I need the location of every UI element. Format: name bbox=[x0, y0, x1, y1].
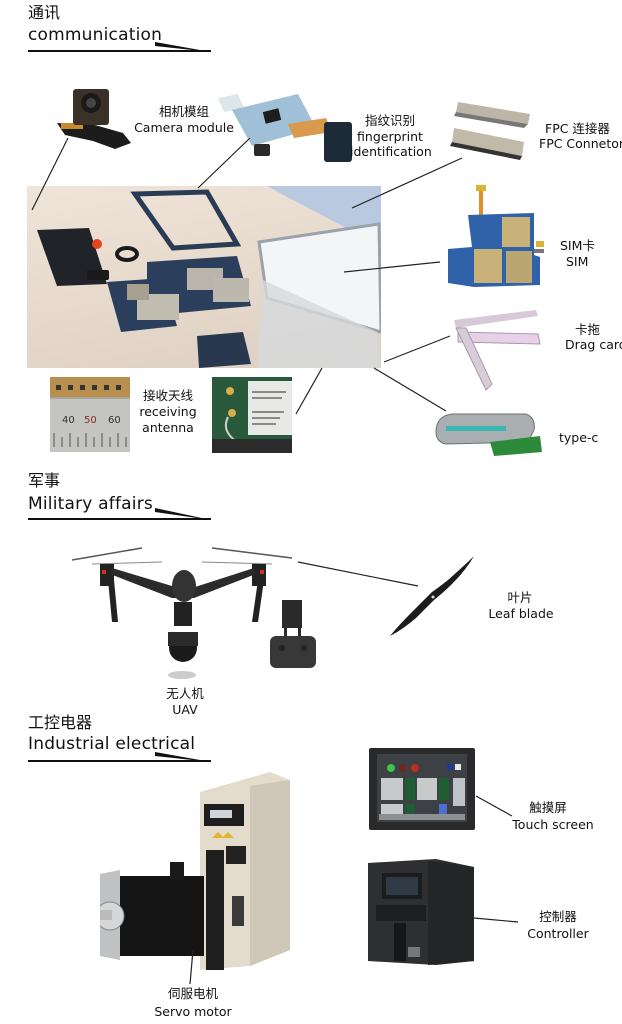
controller-label-cn: 控制器 bbox=[539, 909, 577, 924]
leader-camera bbox=[31, 137, 69, 211]
leader-servo bbox=[189, 949, 194, 985]
leader-sim bbox=[343, 261, 441, 273]
section-title-en-military: Military affairs bbox=[28, 494, 153, 514]
section-underline bbox=[28, 760, 211, 762]
antenna-strip-image: 40 50 60 bbox=[50, 377, 130, 452]
fingerprint-label-en-2: identification bbox=[350, 144, 432, 159]
drag-card-label-en: Drag card bbox=[565, 337, 622, 352]
leader-typec bbox=[373, 367, 447, 412]
servo-motor-image bbox=[100, 766, 295, 986]
section-title-cn-industrial: 工控电器 bbox=[28, 713, 93, 732]
sim-board-image bbox=[444, 185, 544, 289]
leader-blade bbox=[297, 561, 419, 587]
controller-image bbox=[366, 855, 476, 965]
section-title-en-industrial: Industrial electrical bbox=[28, 734, 196, 754]
touch-label-en: Touch screen bbox=[512, 817, 594, 832]
leaf-blade-image bbox=[386, 552, 481, 642]
controller-label-en: Controller bbox=[527, 926, 589, 941]
fingerprint-label-cn: 指纹识别 bbox=[364, 113, 415, 128]
camera-module-image bbox=[55, 85, 135, 150]
fingerprint-label-en-1: fingerprint bbox=[357, 129, 423, 144]
camera-label-cn: 相机模组 bbox=[158, 104, 209, 119]
leader-fingerprint bbox=[197, 137, 251, 189]
leader-drag bbox=[383, 335, 451, 363]
uav-label-en: UAV bbox=[172, 702, 198, 717]
fpc-label-en: FPC Connetor bbox=[539, 136, 622, 151]
sim-label-en: SIM bbox=[566, 254, 589, 269]
section-title-cn-military: 军事 bbox=[28, 471, 61, 490]
touch-label-cn: 触摸屏 bbox=[529, 800, 567, 815]
fingerprint-module-image bbox=[208, 88, 353, 168]
phone-teardown-image bbox=[27, 186, 381, 368]
leader-fpc bbox=[351, 157, 463, 209]
leader-antenna bbox=[295, 367, 323, 415]
ruler-tick-50: 50 bbox=[84, 415, 97, 426]
type-c-image bbox=[432, 404, 542, 456]
sim-label-cn: SIM卡 bbox=[560, 238, 595, 253]
section-title-en-communication: communication bbox=[28, 25, 163, 45]
antenna-label-en-2: antenna bbox=[142, 420, 194, 435]
type-c-label: type-c bbox=[559, 430, 599, 445]
ruler-tick-60: 60 bbox=[108, 415, 121, 426]
uav-drone-image bbox=[72, 540, 302, 680]
leader-touch bbox=[475, 795, 513, 817]
drag-card-image bbox=[448, 306, 543, 396]
drag-card-label-cn: 卡拖 bbox=[575, 322, 601, 337]
antenna-label-en-1: receiving bbox=[139, 404, 197, 419]
fpc-label-cn: FPC 连接器 bbox=[545, 121, 610, 136]
wifi-card-image bbox=[212, 377, 292, 453]
ruler-tick-40: 40 bbox=[62, 415, 75, 426]
section-title-cn-communication: 通讯 bbox=[28, 3, 61, 22]
leader-controller bbox=[473, 917, 519, 923]
touch-screen-image bbox=[369, 748, 475, 830]
swoosh-1 bbox=[155, 42, 211, 52]
camera-label-en: Camera module bbox=[134, 120, 234, 135]
swoosh-2 bbox=[155, 508, 211, 520]
uav-label-cn: 无人机 bbox=[166, 686, 204, 701]
fpc-connector-image bbox=[444, 98, 532, 162]
antenna-label-cn: 接收天线 bbox=[142, 388, 193, 403]
blade-label-cn: 叶片 bbox=[507, 590, 533, 605]
swoosh-3 bbox=[155, 752, 211, 762]
section-underline bbox=[28, 50, 211, 52]
uav-remote-controller-image bbox=[270, 600, 320, 672]
servo-label-cn: 伺服电机 bbox=[167, 986, 218, 1001]
blade-label-en: Leaf blade bbox=[488, 606, 554, 621]
servo-label-en: Servo motor bbox=[154, 1004, 232, 1019]
section-underline bbox=[28, 518, 211, 520]
